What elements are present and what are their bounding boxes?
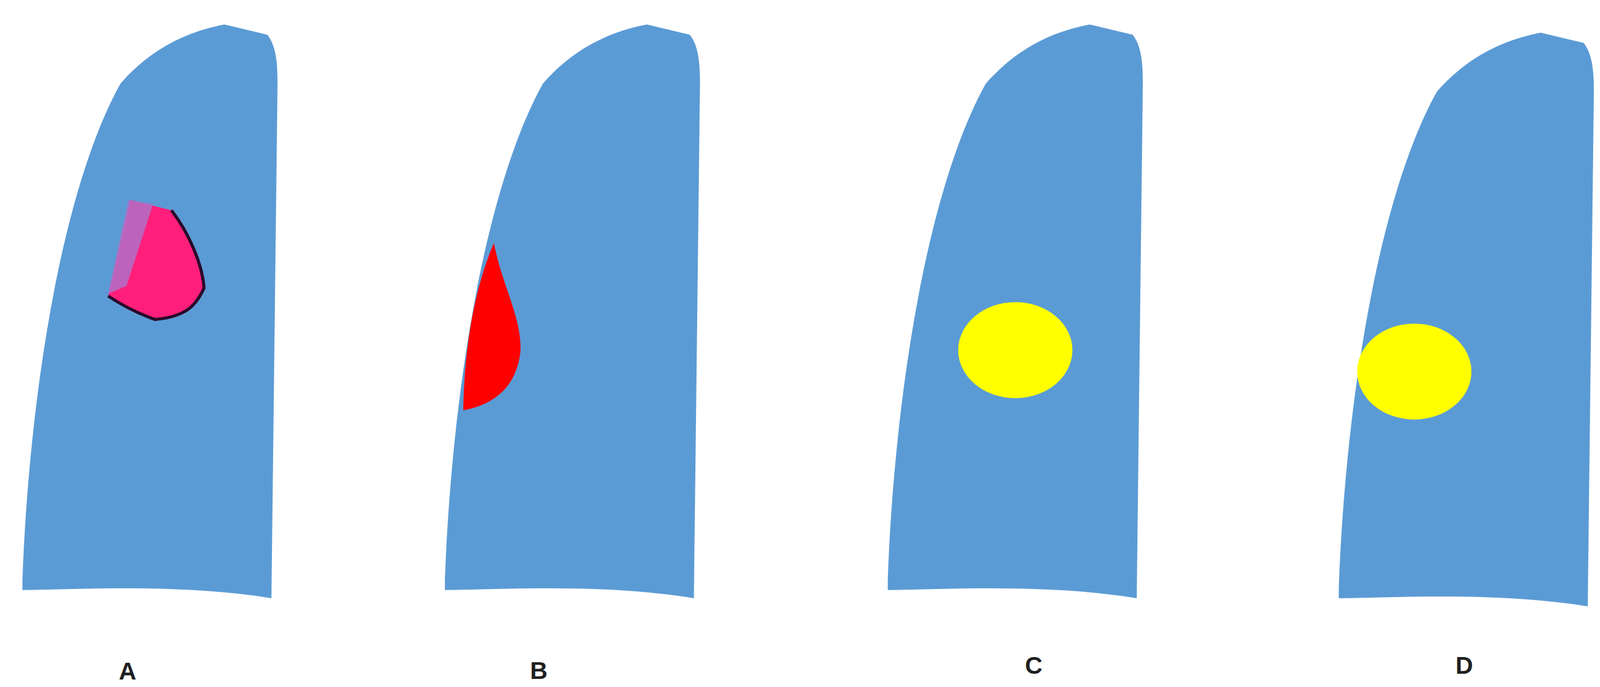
lesion-patch <box>108 199 204 320</box>
panel-letter: C <box>1024 653 1043 678</box>
lung-shape <box>887 24 1144 599</box>
lung-shape <box>22 24 278 599</box>
lesion-margin <box>108 199 154 294</box>
lung-panel <box>22 24 278 599</box>
lesion-outline <box>108 210 204 320</box>
lung-shape <box>444 24 701 599</box>
lung-panel <box>1338 32 1595 607</box>
nodule <box>1356 323 1471 419</box>
pleural-patch <box>463 243 521 411</box>
nodule <box>958 301 1073 398</box>
lung-panel <box>444 24 701 599</box>
panel-letter: D <box>1455 653 1473 678</box>
lung-panel <box>887 24 1144 599</box>
lung-shape <box>1338 32 1595 607</box>
panel-letter: A <box>118 659 136 684</box>
panel-letter: B <box>530 658 548 683</box>
